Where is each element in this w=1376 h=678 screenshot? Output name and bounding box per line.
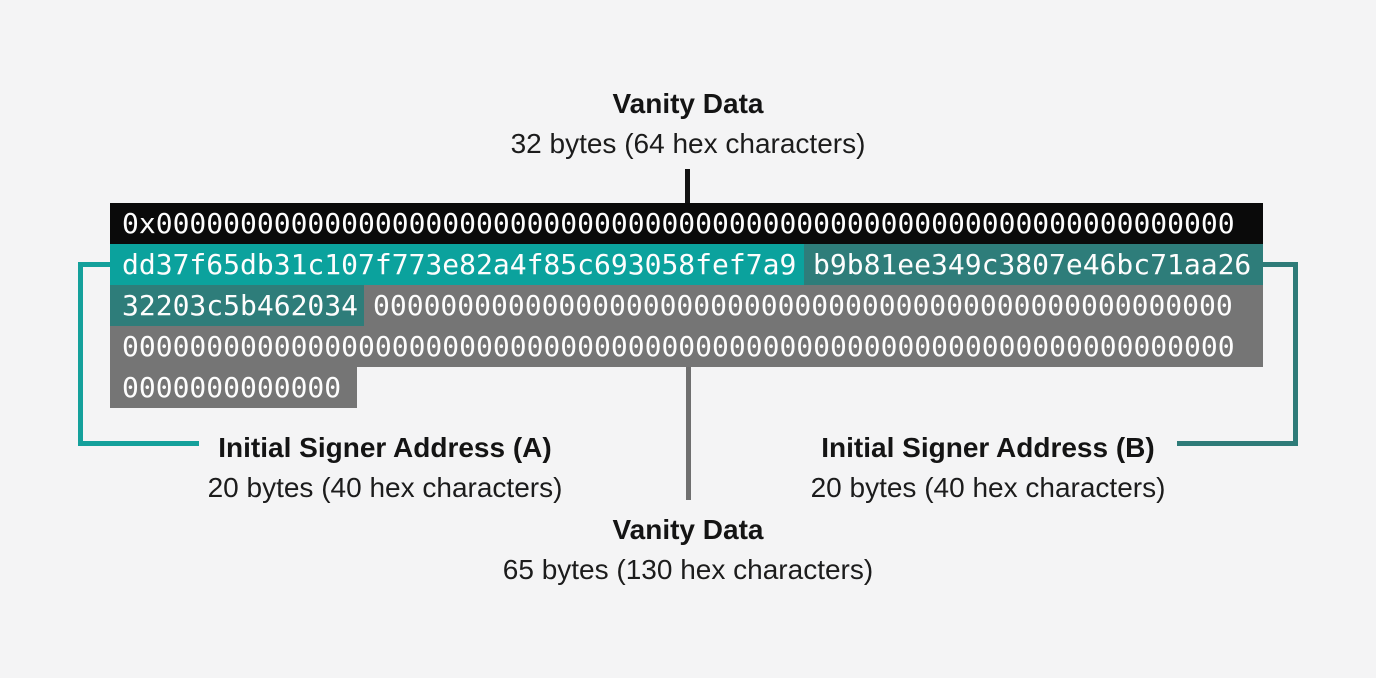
top-vanity-subtitle: 32 bytes (64 hex characters): [510, 128, 866, 159]
hex-row-3: 32203c5b462034 0000000000000000000000000…: [110, 285, 1263, 326]
top-vanity-label: Vanity Data 32 bytes (64 hex characters): [0, 84, 1376, 164]
signer-b-label: Initial Signer Address (B) 20 bytes (40 …: [811, 428, 1166, 508]
hex-row-1: 0x00000000000000000000000000000000000000…: [110, 203, 1263, 244]
vanity-zeros-segment-1: 0000000000000000000000000000000000000000…: [364, 285, 1263, 326]
hex-row-4: 0000000000000000000000000000000000000000…: [110, 326, 1263, 367]
signer-b-segment-part2: 32203c5b462034: [110, 285, 364, 326]
signer-a-title: Initial Signer Address (A): [218, 432, 552, 463]
signer-b-subtitle: 20 bytes (40 hex characters): [810, 472, 1166, 503]
top-vanity-title: Vanity Data: [612, 88, 764, 119]
signer-a-subtitle: 20 bytes (40 hex characters): [207, 472, 563, 503]
bottom-connector-line: [686, 367, 691, 500]
signer-a-bracket-vertical: [78, 262, 83, 446]
bottom-vanity-label: Vanity Data 65 bytes (130 hex characters…: [0, 510, 1376, 590]
signer-a-bracket-bottom: [78, 441, 199, 446]
hex-byte-bars: 0x00000000000000000000000000000000000000…: [110, 203, 1263, 408]
hex-row-2: dd37f65db31c107f773e82a4f85c693058fef7a9…: [110, 244, 1263, 285]
vanity-prefix-segment: 0x00000000000000000000000000000000000000…: [110, 203, 1263, 244]
vanity-zeros-segment-2: 0000000000000000000000000000000000000000…: [110, 326, 1263, 367]
signer-b-segment-part1: b9b81ee349c3807e46bc71aa26: [804, 244, 1263, 285]
signer-b-bracket-vertical: [1293, 262, 1298, 446]
signer-b-bracket-top: [1263, 262, 1298, 267]
signer-a-label: Initial Signer Address (A) 20 bytes (40 …: [208, 428, 563, 508]
signer-b-title: Initial Signer Address (B): [821, 432, 1155, 463]
bottom-vanity-subtitle: 65 bytes (130 hex characters): [502, 554, 874, 585]
top-connector-line: [685, 169, 690, 203]
bottom-vanity-title: Vanity Data: [612, 514, 764, 545]
signer-a-segment: dd37f65db31c107f773e82a4f85c693058fef7a9: [110, 244, 804, 285]
signer-a-bracket-top: [78, 262, 110, 267]
hex-row-5: 0000000000000: [110, 367, 1263, 408]
signer-b-bracket-bottom: [1177, 441, 1298, 446]
vanity-zeros-segment-3: 0000000000000: [110, 367, 357, 408]
